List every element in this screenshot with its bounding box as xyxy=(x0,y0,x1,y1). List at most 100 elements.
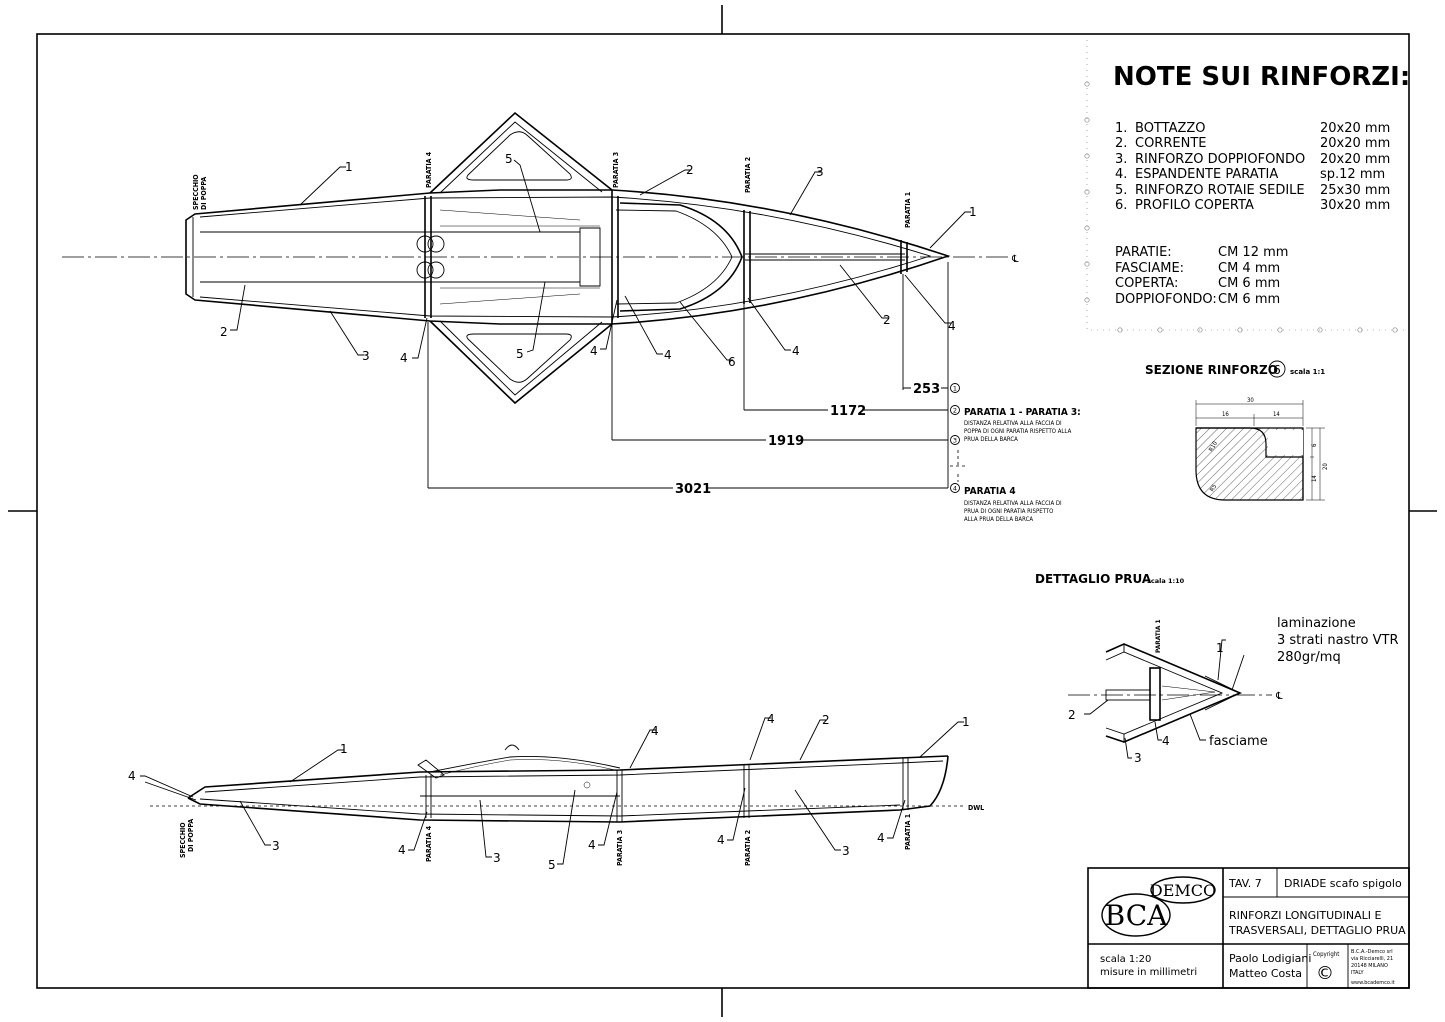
centerline-symbol: ℄ xyxy=(1011,254,1019,265)
callout: 1 xyxy=(345,160,353,174)
callout: 3 xyxy=(816,165,824,179)
company-line: 20148 MILANO xyxy=(1351,963,1388,969)
lamination-note: laminazione xyxy=(1277,616,1356,631)
fasciame-note: fasciame xyxy=(1209,734,1268,749)
company-line: B.C.A.-Demco srl xyxy=(1351,949,1393,955)
outrigger-diamond xyxy=(429,111,613,405)
company-logo: DEMCO BCA xyxy=(1101,876,1216,937)
dimension-value: 1172 xyxy=(830,404,866,419)
wing-cutout-top xyxy=(466,131,572,181)
bow-detail: DETTAGLIO PRUA scala 1:10 ℄ PARATIA 1 1 … xyxy=(1035,572,1399,765)
callout: 3 xyxy=(362,349,370,363)
dim-label: 6 xyxy=(1311,443,1318,447)
note-line: PRUA DI OGNI PARATIA RISPETTO xyxy=(964,508,1053,515)
cockpit-coaming-side xyxy=(429,756,621,773)
note-size: 20x20 mm xyxy=(1320,152,1390,167)
copyright-symbol: © xyxy=(1316,963,1334,984)
detail-callout: 1 xyxy=(1216,641,1224,655)
sheer-line xyxy=(187,755,949,799)
note-num: 6. xyxy=(1115,198,1127,213)
specchio-label: SPECCHIO xyxy=(179,822,187,858)
svg-text:℄: ℄ xyxy=(1275,691,1283,702)
dim-label: 14 xyxy=(1311,475,1318,482)
bulkhead-1 xyxy=(900,240,908,274)
dim-label: R10 xyxy=(1208,440,1220,453)
logo-demco: DEMCO xyxy=(1150,881,1216,900)
lamination-note: 280gr/mq xyxy=(1277,650,1341,665)
detail-callout: 2 xyxy=(1068,708,1076,722)
bulkhead-4 xyxy=(424,196,432,318)
seat-rail xyxy=(579,227,601,287)
callout: 4 xyxy=(948,319,956,333)
note-name: PROFILO COPERTA xyxy=(1135,198,1254,213)
callout: 4 xyxy=(588,838,596,852)
section-circle: 6 xyxy=(1273,363,1281,377)
section-detail: SEZIONE RINFORZO 6 scala 1:1 30 16 14 6 xyxy=(1145,360,1329,501)
hull-inner-outline xyxy=(199,196,932,318)
dimension-value: 253 xyxy=(913,382,940,397)
note-line: PRUA DELLA BARCA xyxy=(964,436,1018,443)
material-value: CM 6 mm xyxy=(1218,276,1280,291)
stringer-bow xyxy=(745,253,905,261)
note-size: 25x30 mm xyxy=(1320,183,1390,198)
note-title: PARATIA 4 xyxy=(964,486,1016,497)
callout: 4 xyxy=(398,843,406,857)
note-size: sp.12 mm xyxy=(1320,167,1385,182)
callout: 5 xyxy=(516,347,524,361)
detail-callout: 3 xyxy=(1134,751,1142,765)
callout: 1 xyxy=(969,205,977,219)
note-name: RINFORZO ROTAIE SEDILE xyxy=(1135,183,1305,198)
section-scale: scala 1:1 xyxy=(1290,368,1325,376)
cockpit-coaming xyxy=(619,202,743,312)
material-name: PARATIE: xyxy=(1115,245,1172,260)
paratia-label: PARATIA 4 xyxy=(425,151,433,188)
note-title: PARATIA 1 - PARATIA 3: xyxy=(964,407,1081,418)
material-name: COPERTA: xyxy=(1115,276,1178,291)
callout: 2 xyxy=(686,163,694,177)
callout: 5 xyxy=(548,858,556,872)
specchio-label: DI POPPA xyxy=(187,819,195,852)
dwl-label: DWL xyxy=(968,804,984,812)
material-value: CM 4 mm xyxy=(1218,261,1280,276)
bulkhead-2 xyxy=(743,210,751,304)
dim-circle-number: 3 xyxy=(953,437,957,445)
callout: 4 xyxy=(767,712,775,726)
section-title: SEZIONE RINFORZO xyxy=(1145,363,1278,377)
note-line: DISTANZA RELATIVA ALLA FACCIA DI xyxy=(964,500,1062,507)
material-name: DOPPIOFONDO: xyxy=(1115,292,1217,307)
notes-title: NOTE SUI RINFORZI: xyxy=(1113,62,1410,92)
specchio-label: SPECCHIO xyxy=(192,174,200,210)
lamination-note: 3 strati nastro VTR xyxy=(1277,633,1399,648)
plan-view: ℄ SPECCHIO DI POPPA xyxy=(62,111,1081,523)
dimension-lines xyxy=(427,262,966,489)
callout: 5 xyxy=(505,152,513,166)
callout: 4 xyxy=(400,351,408,365)
dimension-value: 3021 xyxy=(675,482,711,497)
dim-circle-number: 1 xyxy=(953,385,957,393)
author: Paolo Lodigiani xyxy=(1229,952,1311,965)
detail-scale: scala 1:10 xyxy=(1147,577,1185,585)
callout: 2 xyxy=(822,713,830,727)
material-value: CM 12 mm xyxy=(1218,245,1288,260)
dim-label: 30 xyxy=(1247,397,1254,404)
callout: 1 xyxy=(962,715,970,729)
drawing-scale: scala 1:20 xyxy=(1100,954,1151,965)
detail-paratia: PARATIA 1 xyxy=(1154,619,1162,653)
dim-label: 20 xyxy=(1322,463,1329,470)
keel-line xyxy=(187,755,949,823)
note-name: BOTTAZZO xyxy=(1135,121,1206,136)
dim-label: 14 xyxy=(1273,411,1280,418)
note-name: RINFORZO DOPPIOFONDO xyxy=(1135,152,1305,167)
material-name: FASCIAME: xyxy=(1115,261,1184,276)
company-line: ITALY xyxy=(1351,970,1364,976)
paratia-label: PARATIA 1 xyxy=(904,192,912,228)
paratia-label: PARATIA 3 xyxy=(612,152,620,188)
paratia-label: PARATIA 1 xyxy=(904,814,912,850)
callout: 4 xyxy=(651,724,659,738)
note-line: POPPA DI OGNI PARATIA RISPETTO ALLA xyxy=(964,428,1072,435)
detail-title: DETTAGLIO PRUA xyxy=(1035,572,1152,586)
material-value: CM 6 mm xyxy=(1218,292,1280,307)
note-name: CORRENTE xyxy=(1135,136,1206,151)
project-name: DRIADE scafo spigolo xyxy=(1284,877,1402,890)
